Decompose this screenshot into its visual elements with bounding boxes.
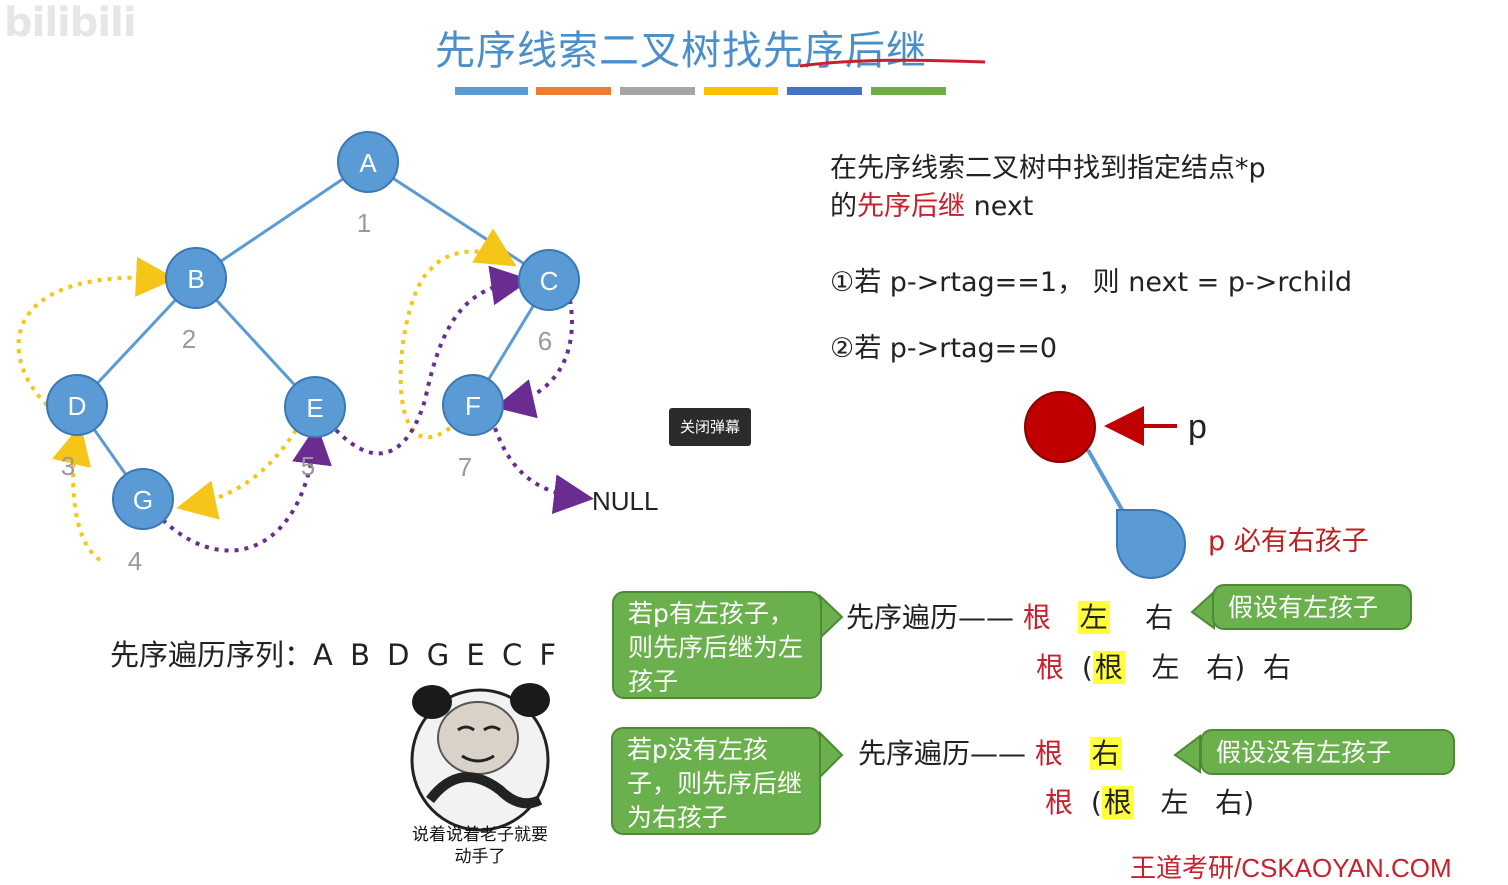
node-E: E [284, 376, 346, 438]
traversal-has-left: 先序遍历—— 根 左 右 [846, 596, 1173, 636]
bilibili-watermark: bilibili [4, 0, 137, 46]
bubble-no-left-child: 若p没有左孩子，则先序后继为右孩子 [611, 727, 821, 835]
order-number-E: 5 [301, 451, 315, 481]
expanded-root: 根 [1036, 651, 1065, 684]
node-D: D [46, 374, 108, 436]
description-suffix: next [965, 191, 1034, 222]
expanded-right: 右) [1206, 651, 1246, 684]
traversal-highlight-2: 右 [1089, 737, 1122, 770]
title-colorbar-5 [787, 87, 862, 95]
preorder-sequence-value: A B D G E C F [313, 638, 561, 672]
preorder-sequence: 先序遍历序列：A B D G E C F [110, 632, 560, 674]
node-label-D: D [68, 391, 87, 421]
title-colorbar-4 [704, 87, 778, 95]
expanded-tail: 右 [1262, 651, 1291, 684]
node-label-G: G [133, 485, 153, 515]
traversal-expanded-no-left: 根 (根 左 右) [1045, 781, 1254, 821]
panda-meme-image [410, 683, 550, 832]
order-number-C: 6 [538, 326, 552, 356]
expanded-left: 左 [1151, 651, 1180, 684]
title-underline [799, 58, 986, 68]
title-colorbar-2 [536, 87, 611, 95]
description-line2: 的先序后继 next [830, 184, 1033, 223]
slide-title: 先序线索二叉树找先序后继 [435, 28, 927, 74]
order-number-D: 3 [61, 451, 75, 481]
p-node [1024, 391, 1096, 463]
expanded-inner-root-2: 根 [1101, 786, 1134, 819]
node-label-F: F [465, 391, 481, 421]
description-highlight: 先序后继 [857, 191, 965, 222]
bubble-has-left-child: 若p有左孩子，则先序后继为左孩子 [612, 591, 822, 699]
order-number-G: 4 [128, 546, 142, 576]
traversal-no-left: 先序遍历—— 根 右 [858, 732, 1122, 772]
bubble-tail-right-top [1190, 589, 1215, 630]
purple-threads [161, 265, 594, 553]
order-number-A: 1 [357, 208, 371, 238]
expanded-left-2: 左 [1160, 786, 1189, 819]
traversal-root-2: 根 [1034, 737, 1063, 770]
title-colorbar-1 [455, 87, 528, 95]
case-2-text: ②若 p->rtag==0 [830, 333, 1058, 364]
description-prefix: 的 [830, 191, 857, 222]
bubble-assume-has-left: 假设有左孩子 [1212, 584, 1412, 630]
node-label-E: E [306, 393, 323, 423]
node-F: F [442, 374, 504, 436]
footer-brand: 王道考研/CSKAOYAN.COM [1130, 853, 1452, 883]
null-label: NULL [592, 486, 658, 516]
expanded-root-2: 根 [1045, 786, 1074, 819]
traversal-root: 根 [1022, 601, 1051, 634]
bubble-assume-no-left: 假设没有左孩子 [1200, 729, 1455, 775]
description-line1: 在先序线索二叉树中找到指定结点*p [830, 153, 1266, 184]
node-G: G [112, 468, 174, 530]
bubble-tail-left-bottom [819, 730, 844, 780]
p-right-edge [1086, 449, 1127, 516]
node-A: A [337, 131, 399, 193]
tree-edges [75, 160, 551, 500]
bubble-tail-left-top [819, 593, 844, 641]
bubble-tail-right-bottom [1173, 733, 1201, 774]
node-label-A: A [359, 148, 377, 178]
preorder-sequence-label: 先序遍历序列： [110, 638, 314, 672]
expanded-open-2: ( [1090, 786, 1102, 819]
node-label-B: B [187, 264, 204, 294]
order-number-B: 2 [182, 324, 196, 354]
must-have-right-child-label: p 必有右孩子 [1208, 526, 1369, 557]
p-label: p [1188, 408, 1207, 446]
traversal-expanded-has-left: 根 (根 左 右) 右 [1036, 646, 1291, 686]
title-colorbar-6 [871, 87, 946, 95]
node-C: C [518, 249, 580, 311]
traversal-prefix-2: 先序遍历—— [858, 737, 1035, 770]
right-child-node [1116, 508, 1186, 579]
case-1-text: ①若 p->rtag==1， 则 next = p->rchild [830, 267, 1352, 298]
expanded-open: ( [1081, 651, 1093, 684]
close-danmaku-button[interactable]: 关闭弹幕 [669, 408, 751, 446]
traversal-right: 右 [1145, 601, 1174, 634]
meme-caption: 说着说着老子就要动手了 [412, 825, 548, 867]
order-number-F: 7 [458, 452, 472, 482]
expanded-right-2: 右) [1215, 786, 1255, 819]
node-label-C: C [540, 266, 559, 296]
node-B: B [165, 247, 227, 309]
traversal-highlight: 左 [1077, 601, 1110, 634]
traversal-prefix: 先序遍历—— [846, 601, 1023, 634]
title-colorbar-3 [620, 87, 695, 95]
expanded-inner-root: 根 [1092, 651, 1125, 684]
